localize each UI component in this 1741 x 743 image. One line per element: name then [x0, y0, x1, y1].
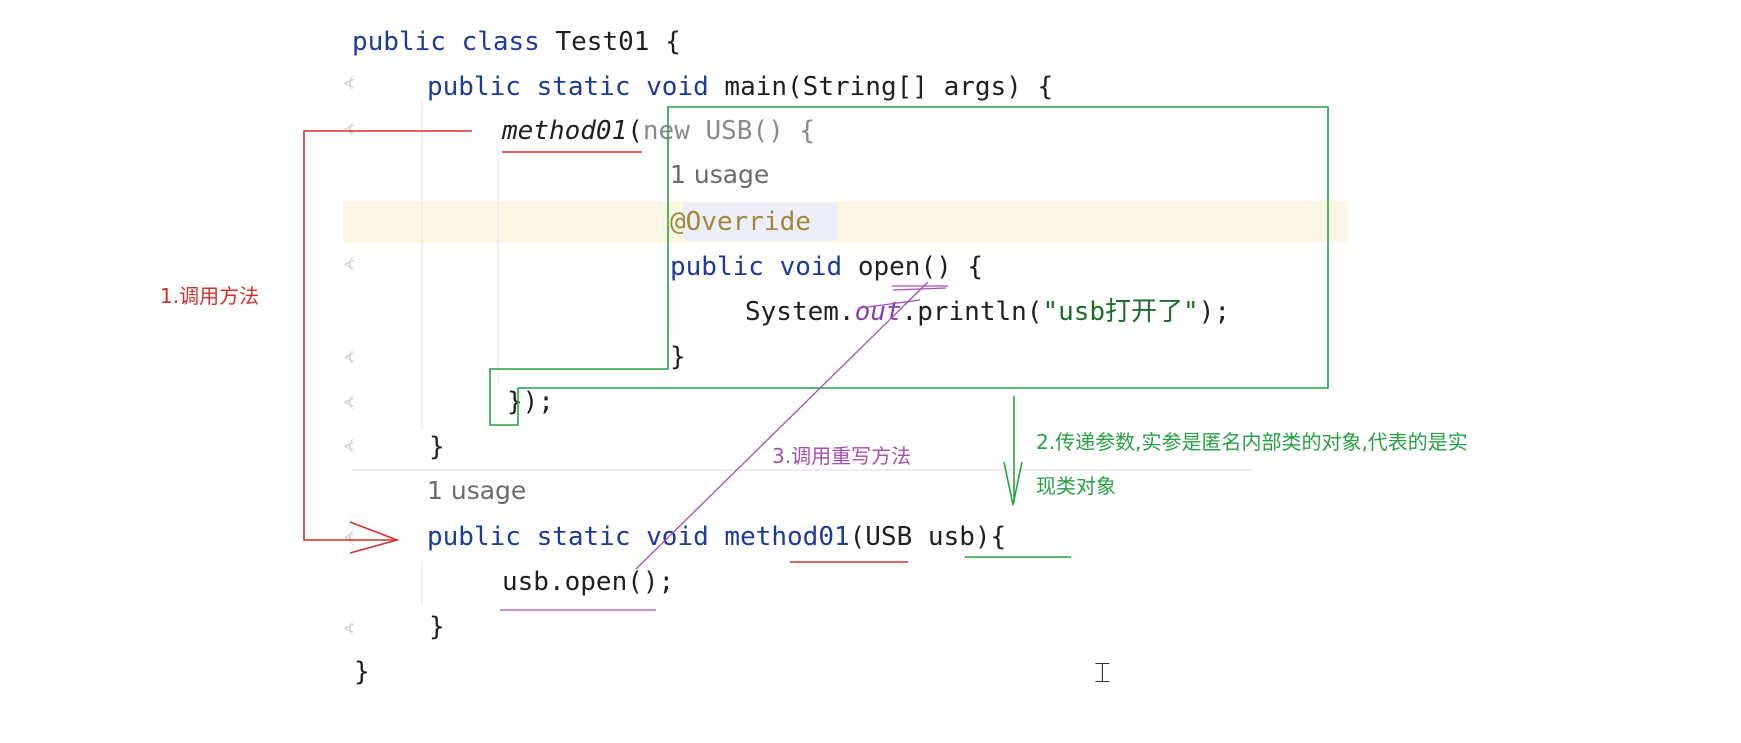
text-cursor-icon: ⌶	[1094, 656, 1111, 689]
usage-hint[interactable]: 1 usage	[427, 476, 527, 505]
code-line-close-main[interactable]: }	[429, 432, 445, 462]
out-field: out	[854, 297, 902, 327]
keyword: public class	[352, 27, 540, 57]
annotation-step2-line2: 现类对象	[1036, 474, 1116, 498]
fold-marker-icon[interactable]: ⦓	[344, 253, 355, 274]
red-call-arrow	[303, 130, 908, 563]
code-line-method-call[interactable]: method01(new USB() {	[502, 114, 815, 148]
code-line-println[interactable]: System.out.println("usb打开了");	[745, 295, 1230, 329]
current-line-highlight	[343, 201, 1348, 243]
green-object-box	[489, 106, 1329, 558]
code-line-close-class[interactable]: }	[354, 657, 370, 687]
method-name: open	[842, 252, 921, 282]
method-params: (USB usb){	[849, 522, 1007, 552]
keyword: public static void	[427, 522, 709, 552]
code-line-close-call[interactable]: });	[507, 387, 554, 417]
fold-marker-icon[interactable]: ⦓	[344, 526, 355, 547]
open-paren: (	[627, 116, 643, 146]
fold-marker-icon[interactable]: ⦓	[344, 617, 355, 638]
code-line-main-decl[interactable]: public static void main(String[] args) {	[427, 70, 1053, 104]
fold-marker-icon[interactable]: ⦓	[344, 118, 355, 139]
fold-marker-icon[interactable]: ⦓	[344, 391, 355, 412]
purple-override-arrow	[500, 281, 948, 611]
code-line-close-method01[interactable]: }	[429, 612, 445, 642]
annotation-step3: 3.调用重写方法	[772, 444, 912, 468]
code-line-usb-open[interactable]: usb.open();	[502, 567, 675, 597]
code-line-method01-decl[interactable]: public static void method01(USB usb){	[427, 520, 1006, 554]
system-class: System.	[745, 297, 855, 327]
method-signature: main(String[] args) {	[708, 72, 1054, 102]
override-annotation: @Override	[670, 207, 811, 237]
annotation-highlight	[683, 203, 838, 241]
fold-marker-icon[interactable]: ⦓	[344, 435, 355, 456]
anonymous-class-new: new USB() {	[642, 116, 816, 146]
code-line-close-open[interactable]: }	[670, 342, 686, 372]
keyword: public static void	[427, 72, 709, 102]
method-call-name: method01	[502, 116, 628, 146]
annotation-step2-line1: 2.传递参数,实参是匿名内部类的对象,代表的是实	[1036, 430, 1468, 454]
fold-marker-icon[interactable]: ⦓	[344, 72, 355, 93]
string-literal: "usb打开了"	[1042, 297, 1199, 327]
code-line-override[interactable]: @Override	[670, 205, 811, 239]
statement-end: );	[1198, 297, 1231, 327]
class-name: Test01 {	[539, 27, 681, 57]
annotation-step1: 1.调用方法	[160, 284, 260, 308]
method-name: method01	[708, 522, 850, 552]
code-line-class-decl[interactable]: public class Test01 {	[352, 25, 681, 59]
println-call: .println(	[901, 297, 1043, 327]
method-params: () {	[920, 252, 984, 282]
usage-hint[interactable]: 1 usage	[670, 160, 770, 189]
keyword: public void	[670, 252, 843, 282]
fold-marker-icon[interactable]: ⦓	[344, 346, 355, 367]
code-line-open-decl[interactable]: public void open() {	[670, 250, 983, 284]
